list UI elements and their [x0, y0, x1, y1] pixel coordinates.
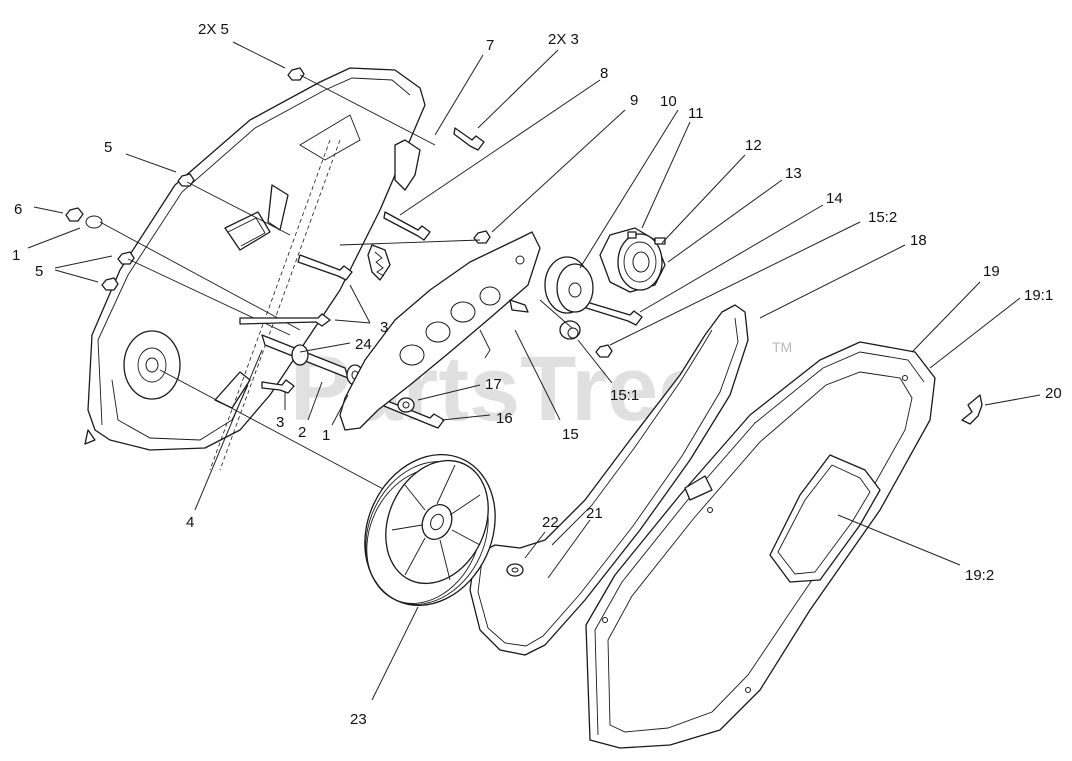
callout-7: 7 — [486, 37, 494, 54]
callout-8: 8 — [600, 65, 608, 82]
pulley-bracket — [339, 231, 541, 431]
drive-belt — [469, 304, 749, 656]
callout-9: 9 — [630, 92, 638, 109]
callout-leader-lines — [27, 41, 1041, 701]
callout-3-low: 3 — [276, 414, 284, 431]
callout-10: 10 — [660, 93, 677, 110]
callout-17: 17 — [485, 376, 502, 393]
idler-bracket — [209, 139, 421, 471]
callout-11: 11 — [688, 105, 704, 122]
callout-22: 22 — [542, 514, 559, 531]
callout-3-mid: 3 — [380, 319, 388, 336]
large-pulley — [364, 453, 496, 607]
callout-5-left: 5 — [35, 263, 43, 280]
callout-12: 12 — [745, 137, 762, 154]
callout-16: 16 — [496, 410, 513, 427]
callout-19-2: 19:2 — [965, 567, 994, 584]
callout-1-low: 1 — [322, 427, 330, 444]
callout-13: 13 — [785, 165, 802, 182]
callout-2: 2 — [298, 424, 306, 441]
hex-nuts — [65, 67, 491, 291]
watermark-trademark: TM — [772, 339, 792, 355]
callout-5-top: 5 — [104, 139, 112, 156]
callout-19: 19 — [983, 263, 1000, 280]
inner-belt-housing — [84, 67, 426, 451]
belt-cover — [585, 341, 936, 749]
callout-1-left: 1 — [12, 247, 20, 264]
callout-labels: 2X 5 7 2X 3 8 9 10 11 12 13 14 15:2 18 1… — [12, 21, 1062, 728]
callout-18: 18 — [910, 232, 927, 249]
spacer-and-nut — [539, 299, 613, 358]
callout-15: 15 — [562, 426, 579, 443]
washer — [506, 563, 524, 577]
callout-21: 21 — [586, 505, 603, 522]
callout-24: 24 — [355, 336, 372, 353]
callout-2x3: 2X 3 — [548, 31, 579, 48]
callout-15-1: 15:1 — [610, 387, 639, 404]
callout-14: 14 — [826, 190, 843, 207]
callout-4: 4 — [186, 514, 194, 531]
callout-15-2: 15:2 — [868, 209, 897, 226]
drive-pulley — [599, 227, 666, 293]
callout-2x5: 2X 5 — [198, 21, 229, 38]
callout-20: 20 — [1045, 385, 1062, 402]
callout-19-1: 19:1 — [1024, 287, 1053, 304]
callout-23: 23 — [350, 711, 367, 728]
idler-pulley — [544, 256, 594, 314]
callout-6: 6 — [14, 201, 22, 218]
